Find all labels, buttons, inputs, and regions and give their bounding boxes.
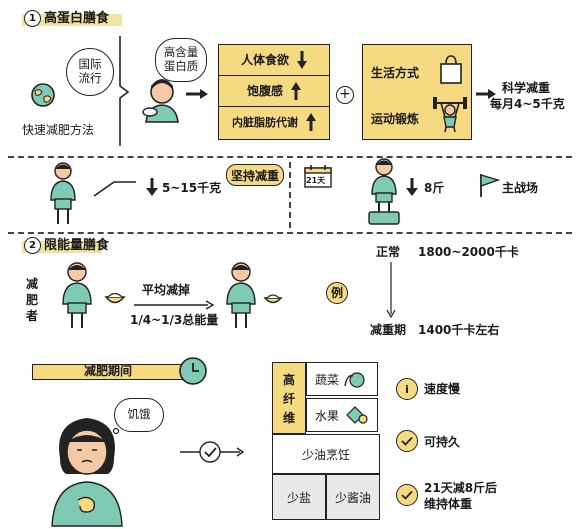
vertical-label-1: 减 bbox=[26, 277, 39, 291]
exercise-label: 运动锻炼 bbox=[371, 112, 420, 126]
lifestyle-label: 生活方式 bbox=[371, 66, 420, 80]
less-salt-label: 少盐 bbox=[286, 490, 311, 505]
fiber-char-3: 维 bbox=[282, 410, 295, 425]
hungry-text: 饥饿 bbox=[127, 407, 151, 422]
eating-person-icon bbox=[142, 79, 179, 123]
plus-icon: + bbox=[336, 86, 354, 104]
result-slow: 速度慢 bbox=[424, 382, 461, 396]
section2-header-bar bbox=[22, 241, 102, 253]
hungry-woman-icon bbox=[51, 418, 123, 527]
arrow-right-icon bbox=[134, 300, 215, 310]
normal-value: 1800~2000千卡 bbox=[418, 245, 519, 259]
fruit-icon bbox=[346, 406, 368, 424]
vertical-dashed-divider bbox=[289, 162, 291, 228]
effect-label-appetite: 人体食欲 bbox=[240, 53, 289, 67]
vegetable-icon bbox=[344, 372, 365, 388]
fruit-cell: 水果 bbox=[306, 398, 378, 432]
less-soy-cell: 少酱油 bbox=[326, 474, 380, 520]
arrow-down-icon bbox=[297, 51, 307, 69]
effect-row-satiety: 饱腹感 bbox=[219, 76, 329, 107]
dashed-divider bbox=[8, 232, 572, 234]
weightlifter-icon bbox=[433, 97, 467, 133]
arrow-right-icon bbox=[186, 89, 208, 99]
high-fiber-cell: 高 纤 维 bbox=[272, 362, 306, 434]
less-soy-label: 少酱油 bbox=[334, 490, 371, 505]
protein-bubble-text: 高含量蛋白质 bbox=[163, 45, 199, 73]
shopping-bag-icon bbox=[440, 55, 462, 84]
info-icon: i bbox=[396, 378, 418, 400]
dashed-divider bbox=[8, 156, 572, 158]
person-standing-icon bbox=[62, 262, 92, 328]
fraction-label: 1/4~1/3总能量 bbox=[130, 313, 219, 327]
section1-title: 高蛋白膳食 bbox=[44, 11, 110, 26]
example-badge: 例 bbox=[326, 282, 348, 304]
fiber-char-1: 高 bbox=[282, 372, 295, 387]
arrow-down-icon bbox=[146, 178, 158, 196]
period-banner-text: 减肥期间 bbox=[84, 364, 133, 378]
keep-bubble: 坚持减重 bbox=[226, 164, 284, 186]
calendar-label: 21天 bbox=[306, 176, 326, 185]
arrow-up-icon bbox=[291, 82, 301, 100]
result-line2: 每月4~5千克 bbox=[490, 97, 565, 111]
small-bowl-icon bbox=[263, 294, 283, 304]
trend-line-icon bbox=[93, 181, 136, 197]
intl-bubble: 国际流行 bbox=[66, 48, 114, 96]
lifestyle-panel: 生活方式 运动锻炼 bbox=[362, 44, 472, 140]
battlefield-label: 主战场 bbox=[502, 181, 539, 195]
section1-header-bar bbox=[22, 14, 122, 26]
result-21days: 21天减8斤后 bbox=[424, 481, 498, 495]
vertical-label-2: 肥 bbox=[26, 293, 39, 307]
arrow-down-icon bbox=[386, 262, 396, 319]
section1-number: 1 bbox=[24, 10, 41, 27]
person-on-scale-icon bbox=[368, 158, 400, 225]
effect-row-appetite: 人体食欲 bbox=[219, 45, 329, 76]
check-icon bbox=[396, 484, 418, 506]
period-label: 减重期 bbox=[370, 323, 407, 337]
loss-range: 5~15千克 bbox=[162, 181, 222, 195]
vertical-label-3: 者 bbox=[26, 309, 39, 323]
intl-bubble-text: 国际流行 bbox=[78, 57, 102, 85]
check-arrow-icon bbox=[180, 441, 245, 463]
less-oil-cell: 少油烹饪 bbox=[272, 434, 380, 474]
effect-row-visceral: 内脏脂肪代谢 bbox=[219, 107, 329, 137]
avg-reduce-label: 平均减掉 bbox=[142, 283, 191, 297]
less-salt-cell: 少盐 bbox=[272, 474, 326, 520]
bracket-divider bbox=[119, 36, 130, 146]
person-standing-icon bbox=[226, 262, 256, 328]
hungry-bubble: 饥饿 bbox=[114, 398, 164, 432]
fruit-label: 水果 bbox=[315, 408, 340, 423]
vegetable-cell: 蔬菜 bbox=[306, 362, 378, 396]
rice-bowl-icon bbox=[104, 292, 126, 304]
globe-icon bbox=[31, 83, 55, 107]
arrow-right-icon bbox=[476, 89, 496, 99]
normal-label: 正常 bbox=[376, 245, 401, 259]
vegetable-label: 蔬菜 bbox=[315, 372, 340, 387]
calendar-icon bbox=[304, 165, 332, 188]
less-oil-label: 少油烹饪 bbox=[301, 447, 350, 462]
arrow-down-icon bbox=[406, 178, 418, 196]
result-maintain: 维持体重 bbox=[424, 497, 473, 511]
method-label: 快速减肥方法 bbox=[22, 123, 95, 137]
flag-icon bbox=[480, 174, 501, 197]
loss-8jin: 8斤 bbox=[424, 181, 445, 195]
effect-label-satiety: 饱腹感 bbox=[246, 84, 283, 98]
check-icon bbox=[396, 430, 418, 452]
section2-number: 2 bbox=[24, 237, 41, 254]
result-sustainable: 可持久 bbox=[424, 435, 461, 449]
keep-bubble-text: 坚持减重 bbox=[230, 168, 279, 183]
protein-bubble: 高含量蛋白质 bbox=[155, 38, 207, 82]
effect-label-visceral: 内脏脂肪代谢 bbox=[232, 115, 298, 129]
period-value: 1400千卡左右 bbox=[418, 323, 500, 337]
result-line1: 科学减重 bbox=[502, 81, 551, 95]
effects-panel: 人体食欲 饱腹感 内脏脂肪代谢 bbox=[218, 44, 330, 140]
clock-icon bbox=[179, 357, 207, 385]
person-standing-icon bbox=[50, 162, 76, 224]
fiber-char-2: 纤 bbox=[282, 391, 295, 406]
arrow-up-icon bbox=[306, 113, 316, 131]
section2-title: 限能量膳食 bbox=[44, 238, 110, 253]
